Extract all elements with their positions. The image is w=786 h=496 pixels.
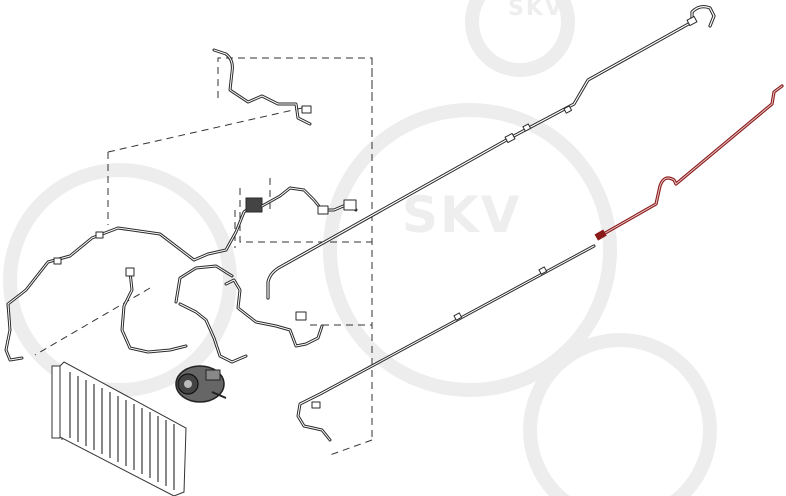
assembly-guide-lines — [34, 57, 373, 456]
valve-right-pipe — [260, 186, 358, 215]
highlighted-hose — [594, 84, 784, 241]
pipe-clip — [538, 266, 548, 275]
compressor-pipe — [120, 267, 188, 354]
watermark-logo — [3, 0, 717, 496]
pipe-valve-block — [245, 197, 263, 213]
pipe-fitting — [686, 15, 698, 27]
watermark-gear-main — [323, 103, 617, 397]
guide-box-mid — [239, 188, 372, 243]
pipe-clip — [504, 132, 516, 144]
rear-long-pipe — [266, 5, 716, 300]
condenser — [51, 361, 187, 496]
hose-fitting — [594, 229, 607, 241]
condenser-left-pipe — [4, 197, 263, 362]
compressor — [175, 365, 227, 403]
pipe-fitting — [343, 199, 357, 211]
watermark-gear-top — [465, 0, 575, 77]
upper-small-pipe — [212, 48, 312, 126]
pipe-clip — [522, 123, 532, 132]
condenser-fins — [69, 372, 175, 490]
pipe-fitting — [311, 401, 321, 409]
pipe-fitting — [301, 105, 312, 114]
compressor-hub — [184, 380, 192, 388]
pipe-clip — [453, 312, 463, 321]
guide-bottom — [329, 439, 373, 456]
pipe-clip — [53, 257, 62, 265]
guide-diagonal-top — [107, 107, 303, 153]
pipe-fitting — [295, 311, 307, 321]
pipe-fitting — [317, 205, 329, 215]
guide-diagonal-left — [34, 287, 151, 356]
watermark-gear-bottom — [523, 333, 717, 496]
pipe-fitting — [125, 267, 135, 277]
watermark-gear-left — [3, 163, 237, 397]
compressor-port — [205, 369, 221, 381]
pipe-clip — [95, 231, 104, 239]
front-suction-pipe — [174, 264, 324, 364]
pipe-clip — [563, 105, 573, 114]
guide-box-top — [217, 57, 373, 98]
condenser-tank — [51, 365, 61, 439]
lower-long-pipe — [296, 244, 596, 442]
